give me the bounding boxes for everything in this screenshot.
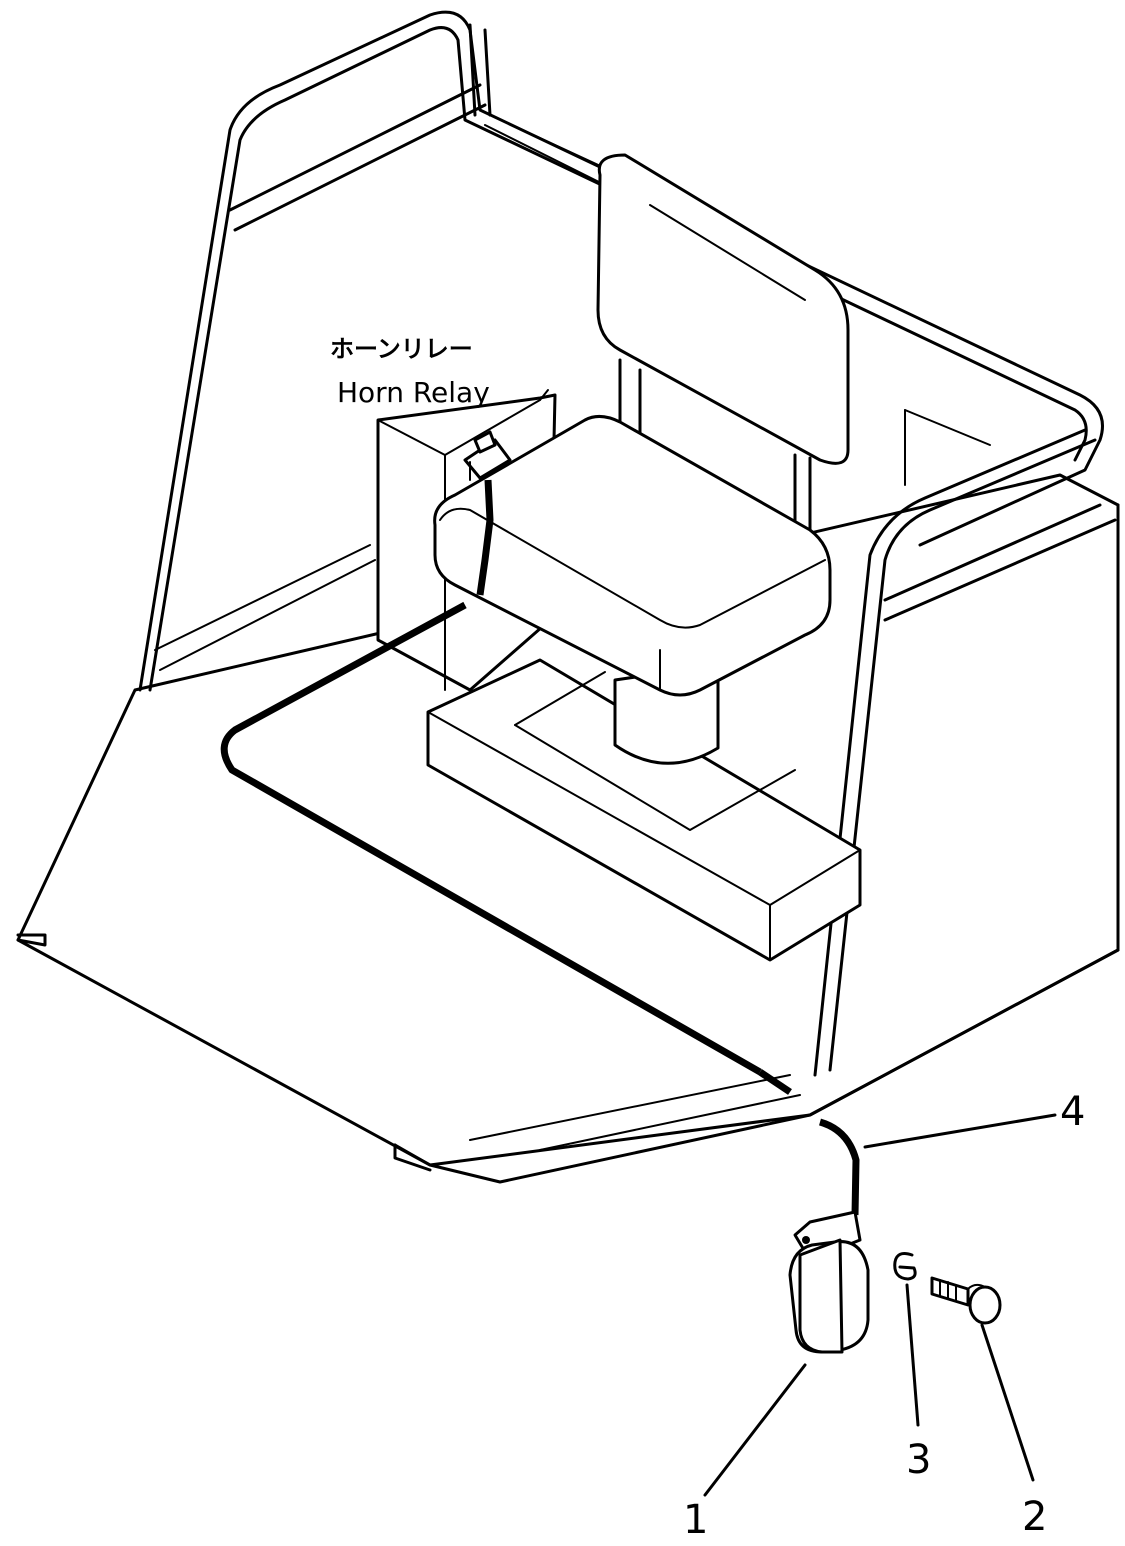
- callout-3: 3: [906, 1437, 931, 1483]
- relay-label-english: Horn Relay: [337, 376, 490, 409]
- horn-icon: [788, 1210, 870, 1354]
- callout-4: 4: [1060, 1089, 1085, 1135]
- guard-frame: [138, 10, 1120, 1077]
- seat-icon: [433, 153, 850, 697]
- bolt-icon: [930, 1276, 1002, 1325]
- relay-icon: [463, 430, 512, 481]
- leader-lines: [703, 1113, 1057, 1497]
- callout-2: 2: [1022, 1494, 1047, 1540]
- callout-1: 1: [683, 1497, 708, 1543]
- relay-label-japanese: ホーンリレー: [330, 335, 473, 363]
- washer-icon: [893, 1252, 917, 1281]
- wiring-harness: [220, 479, 860, 1216]
